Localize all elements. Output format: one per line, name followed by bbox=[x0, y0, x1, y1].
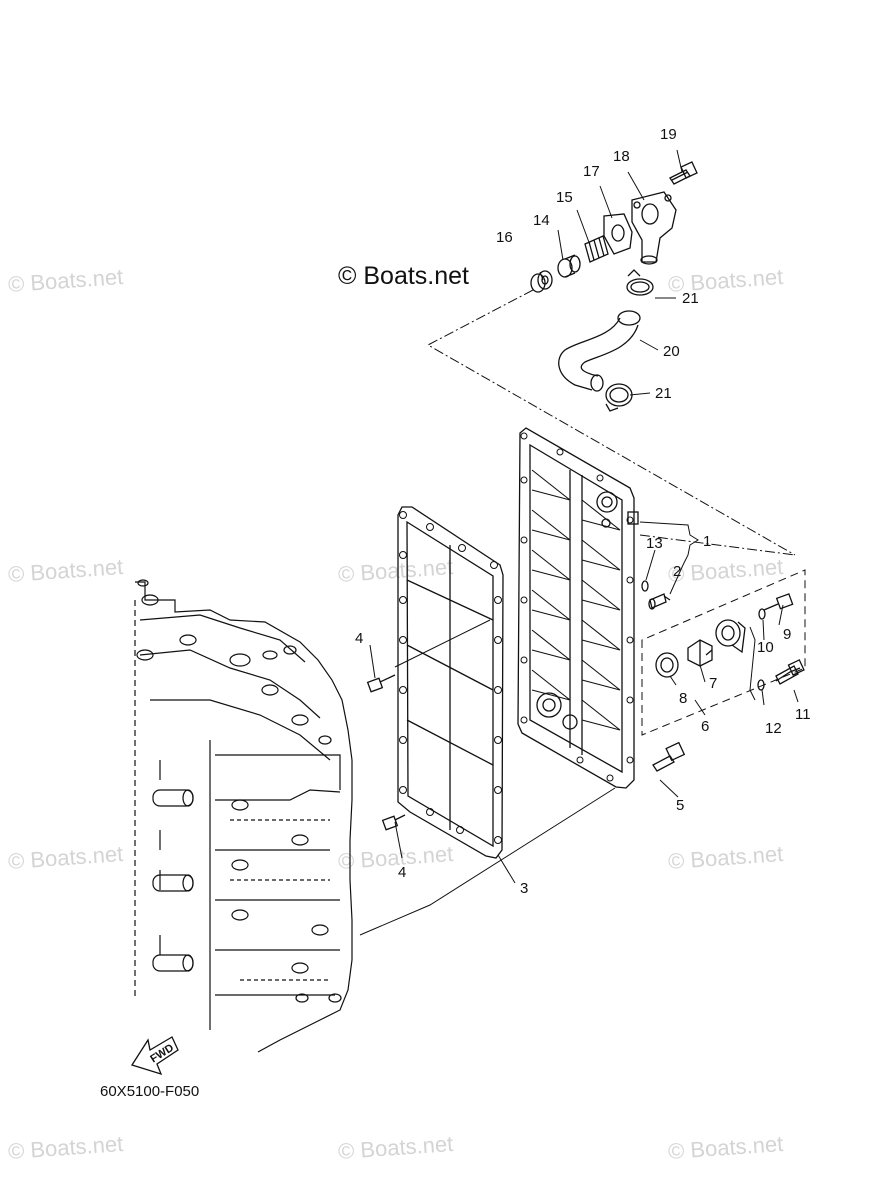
part-5-bolt bbox=[652, 741, 686, 772]
callout-21-upper: 21 bbox=[682, 290, 699, 307]
callout-2: 2 bbox=[673, 563, 681, 580]
part-2-fitting bbox=[648, 593, 671, 610]
callout-5: 5 bbox=[676, 797, 684, 814]
part-15-spring bbox=[584, 235, 609, 263]
callout-4-upper: 4 bbox=[355, 630, 363, 647]
part-17-gasket bbox=[603, 213, 633, 255]
engine-block bbox=[134, 579, 353, 1053]
part-10-washer bbox=[758, 608, 766, 620]
cover-bolt-holes bbox=[520, 432, 634, 782]
part-4-bolt-upper bbox=[366, 674, 396, 693]
part-13-o-ring bbox=[641, 580, 649, 592]
callout-16: 16 bbox=[496, 229, 513, 246]
callout-12: 12 bbox=[765, 720, 782, 737]
callout-19: 19 bbox=[660, 126, 677, 143]
fwd-arrow: FWD bbox=[130, 1036, 179, 1076]
gasket bbox=[397, 506, 504, 859]
part-18-elbow-joint bbox=[631, 191, 677, 265]
callout-leaders bbox=[539, 149, 799, 716]
callout-3: 3 bbox=[520, 880, 528, 897]
callout-17: 17 bbox=[583, 163, 600, 180]
leader-lines-solid bbox=[359, 619, 679, 936]
callout-20: 20 bbox=[663, 343, 680, 360]
part-7-plug bbox=[687, 639, 713, 667]
callout-numbers: 19 18 17 15 14 16 21 20 21 1 2 13 4 9 10… bbox=[355, 126, 811, 897]
part-9-bolt bbox=[763, 593, 794, 611]
callout-8: 8 bbox=[679, 690, 687, 707]
callout-14: 14 bbox=[533, 212, 550, 229]
part-21-clamp-upper bbox=[626, 269, 654, 296]
part-8-seal bbox=[655, 652, 679, 678]
part-14-nipple bbox=[557, 254, 581, 278]
copyright-label: © Boats.net bbox=[338, 262, 469, 290]
callout-6: 6 bbox=[701, 718, 709, 735]
leader-lines bbox=[426, 289, 796, 556]
callout-18: 18 bbox=[613, 148, 630, 165]
callout-9: 9 bbox=[783, 626, 791, 643]
part-20-hose bbox=[558, 310, 641, 392]
part-6-thermostat bbox=[715, 619, 746, 654]
callout-15: 15 bbox=[556, 189, 573, 206]
exhaust-cover bbox=[517, 427, 639, 789]
diagram-code: 60X5100-F050 bbox=[100, 1083, 200, 1100]
callout-7: 7 bbox=[709, 675, 717, 692]
part-11-bolt bbox=[775, 659, 805, 685]
callout-13: 13 bbox=[646, 535, 663, 552]
callout-1: 1 bbox=[703, 533, 711, 550]
callout-21-lower: 21 bbox=[655, 385, 672, 402]
part-16-grommet bbox=[530, 270, 553, 293]
cylinder-bolts bbox=[152, 789, 194, 972]
callout-10: 10 bbox=[757, 639, 774, 656]
part-21-clamp-lower bbox=[605, 383, 633, 412]
callout-4-lower: 4 bbox=[398, 864, 406, 881]
gasket-bolt-holes bbox=[399, 511, 502, 844]
part-4-bolt-lower bbox=[381, 814, 406, 831]
callout-11: 11 bbox=[795, 706, 811, 723]
part-19-bolt bbox=[669, 161, 698, 185]
cover-ribs bbox=[531, 469, 621, 731]
